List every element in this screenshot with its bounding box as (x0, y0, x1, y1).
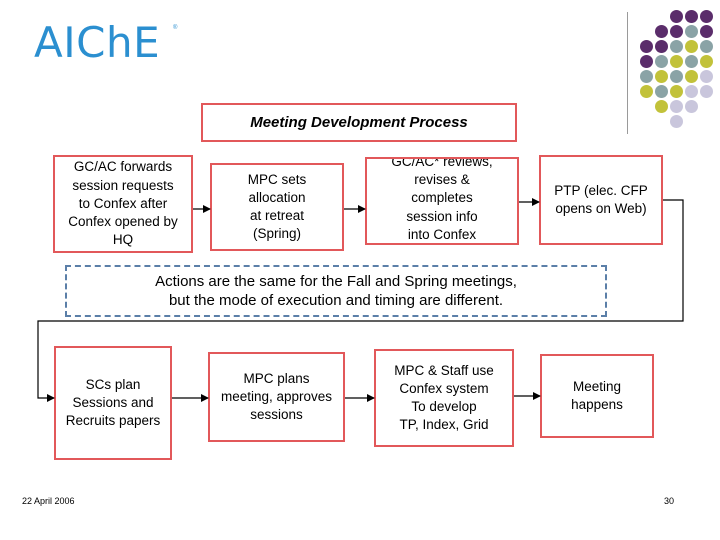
decorative-dot (670, 10, 683, 23)
box-mpc-staff-text: MPC & Staff use Confex system To develop… (394, 362, 494, 435)
text-line: GC/AC* reviews, (391, 157, 493, 169)
decorative-dot (700, 40, 713, 53)
box-gc-ac-forwards-text: GC/AC forwards session requests to Confe… (68, 158, 178, 249)
box-ptp-text: PTP (elec. CFP opens on Web) (554, 182, 648, 218)
box-meeting-happens: Meeting happens (540, 354, 654, 438)
decorative-dot (685, 25, 698, 38)
text-line: happens (571, 397, 623, 412)
decorative-dot (670, 40, 683, 53)
decorative-dot (640, 70, 653, 83)
decorative-dot (685, 55, 698, 68)
aiche-logo: AIChE (34, 18, 161, 67)
text-line: Sessions and (72, 394, 154, 410)
box-ptp: PTP (elec. CFP opens on Web) (539, 155, 663, 245)
decorative-dot (685, 100, 698, 113)
box-mpc-sets: MPC sets allocation at retreat (Spring) (210, 163, 344, 251)
text-line: session requests (72, 177, 174, 193)
text-line: opens on Web) (555, 201, 647, 216)
decorative-dot (655, 85, 668, 98)
note-line: but the mode of execution and timing are… (168, 292, 504, 309)
text-line: into Confex (407, 226, 477, 242)
text-line: MPC sets (247, 171, 307, 187)
box-mpc-sets-text: MPC sets allocation at retreat (Spring) (248, 171, 307, 244)
decorative-dot (655, 25, 668, 38)
text-line: to Confex after (78, 195, 168, 211)
decorative-dot (655, 70, 668, 83)
box-mpc-staff: MPC & Staff use Confex system To develop… (374, 349, 514, 447)
decorative-dot (685, 40, 698, 53)
note-box: Actions are the same for the Fall and Sp… (65, 265, 607, 317)
box-scs-plan: SCs plan Sessions and Recruits papers (54, 346, 172, 460)
divider-line (627, 12, 628, 134)
text-line: sessions (250, 407, 303, 423)
diagram-title: Meeting Development Process (201, 103, 517, 142)
box-mpc-plans-text: MPC plans meeting, approves sessions (221, 370, 332, 425)
text-line: meeting, approves (220, 388, 333, 404)
note-line: Actions are the same for the Fall and Sp… (155, 272, 517, 290)
text-line: completes (411, 190, 473, 206)
text-line: Confex opened by (68, 214, 178, 230)
text-line: TP, Index, Grid (399, 417, 489, 433)
text-line: GC/AC forwards (73, 159, 173, 175)
text-line: Confex system (399, 380, 489, 396)
page-number: 30 (664, 496, 675, 506)
box-gc-ac-reviews: GC/AC* reviews, revises & completes sess… (365, 157, 519, 245)
text-line: allocation (248, 189, 306, 205)
text-line: To develop (411, 399, 477, 414)
decorative-dot (640, 85, 653, 98)
decorative-dot (700, 25, 713, 38)
decorative-dot (700, 10, 713, 23)
text-line: MPC plans (243, 370, 310, 386)
text-line: MPC & Staff use (394, 362, 494, 378)
text-line: SCs plan (85, 376, 141, 392)
box-scs-plan-text: SCs plan Sessions and Recruits papers (66, 376, 161, 431)
decorative-dot (655, 40, 668, 53)
text-line: session info (406, 208, 478, 224)
decorative-dot (700, 55, 713, 68)
text-line: (Spring) (252, 226, 301, 242)
decorative-dot (685, 10, 698, 23)
decorative-dot (655, 100, 668, 113)
decorative-dot (655, 55, 668, 68)
decorative-dot (640, 40, 653, 53)
decorative-dot (670, 85, 683, 98)
decorative-dot (670, 100, 683, 113)
decorative-dot (670, 70, 683, 83)
decorative-dot (685, 85, 698, 98)
footer-date: 22 April 2006 (22, 496, 75, 506)
decorative-dot (670, 55, 683, 68)
text-line: at retreat (249, 208, 304, 223)
text-line: PTP (elec. CFP (554, 182, 648, 198)
decorative-dot (685, 70, 698, 83)
box-mpc-plans: MPC plans meeting, approves sessions (208, 352, 345, 442)
decorative-dot (700, 70, 713, 83)
text-line: revises & (414, 172, 470, 188)
text-line: Meeting (572, 378, 622, 394)
text-line: HQ (112, 232, 134, 248)
decorative-dot (670, 115, 683, 128)
decorative-dot (700, 85, 713, 98)
arrow-wrap-to-row2 (37, 199, 684, 402)
text-line: Recruits papers (65, 413, 161, 429)
box-meeting-happens-text: Meeting happens (571, 378, 623, 414)
decorative-dot (640, 55, 653, 68)
decorative-dot (670, 25, 683, 38)
box-gc-ac-forwards: GC/AC forwards session requests to Confe… (53, 155, 193, 253)
registered-mark: ® (173, 25, 178, 31)
box-gc-ac-reviews-text: GC/AC* reviews, revises & completes sess… (391, 157, 493, 243)
